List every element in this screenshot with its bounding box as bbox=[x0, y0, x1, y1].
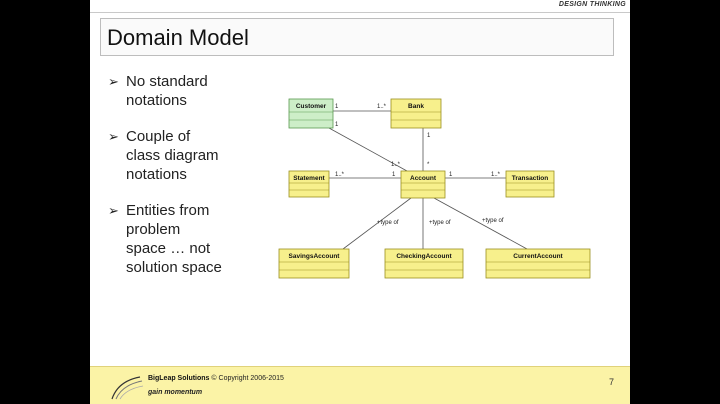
title-box: Domain Model bbox=[100, 18, 614, 56]
bullet-line: Entities from bbox=[126, 202, 210, 219]
role-label: +type of bbox=[429, 220, 451, 226]
bullet-item: ➢ Entities from problem space … not solu… bbox=[108, 201, 273, 277]
multiplicity-label: 1 bbox=[335, 104, 339, 110]
footer: BigLeap Solutions © Copyright 2006-2015 … bbox=[90, 366, 630, 404]
class-name: Statement bbox=[293, 175, 325, 182]
multiplicity-label: 1..* bbox=[491, 172, 501, 178]
class-statement: Statement bbox=[288, 170, 330, 198]
section-label: DESIGN THINKING bbox=[558, 1, 626, 8]
bullet-line: class diagram bbox=[126, 147, 219, 164]
class-account: Account bbox=[400, 170, 446, 199]
bullet-arrow-icon: ➢ bbox=[108, 203, 119, 218]
role-label: +type of bbox=[482, 218, 504, 224]
copyright-text: BigLeap Solutions © Copyright 2006-2015 bbox=[148, 375, 284, 382]
bullet-arrow-icon: ➢ bbox=[108, 129, 119, 144]
bullet-line: Couple of bbox=[126, 128, 191, 145]
multiplicity-label: 1 bbox=[427, 133, 431, 139]
class-name: Bank bbox=[408, 103, 424, 110]
assoc-account-savings bbox=[342, 197, 412, 250]
bullet-line: space … not bbox=[126, 240, 211, 257]
multiplicity-label: 1..* bbox=[391, 162, 401, 168]
page-number: 7 bbox=[608, 377, 614, 387]
bullet-line: notations bbox=[126, 92, 187, 109]
bullet-item: ➢ Couple of class diagram notations bbox=[108, 127, 273, 184]
class-name: CheckingAccount bbox=[396, 253, 452, 260]
assoc-customer-account bbox=[328, 127, 408, 172]
assoc-account-current bbox=[433, 197, 528, 250]
multiplicity-label: 1..* bbox=[377, 104, 387, 110]
bullet-line: No standard bbox=[126, 73, 208, 90]
class-customer: Customer bbox=[288, 98, 334, 129]
multiplicity-label: * bbox=[427, 162, 430, 168]
class-name: SavingsAccount bbox=[289, 253, 341, 260]
bullet-list: ➢ No standard notations ➢ Couple of clas… bbox=[108, 72, 273, 294]
slide: DESIGN THINKING Domain Model ➢ No standa… bbox=[90, 0, 630, 404]
bullet-item: ➢ No standard notations bbox=[108, 72, 273, 110]
slide-title: Domain Model bbox=[107, 25, 249, 50]
copyright-notice: © Copyright 2006-2015 bbox=[211, 375, 284, 382]
bigleap-logo-icon bbox=[111, 376, 144, 400]
class-name: Customer bbox=[296, 103, 327, 110]
class-savings-account: SavingsAccount bbox=[278, 248, 350, 279]
multiplicity-label: 1..* bbox=[335, 172, 345, 178]
class-name: CurrentAccount bbox=[513, 253, 563, 260]
class-name: Account bbox=[410, 175, 437, 182]
bullet-line: notations bbox=[126, 166, 187, 183]
role-label: +type of bbox=[377, 220, 399, 226]
bullet-line: problem bbox=[126, 221, 181, 238]
multiplicity-label: 1 bbox=[449, 172, 453, 178]
class-bank: Bank bbox=[390, 98, 442, 129]
multiplicity-label: 1 bbox=[335, 122, 339, 128]
class-transaction: Transaction bbox=[505, 170, 555, 198]
class-diagram: Customer Bank Statement Account Transact… bbox=[278, 98, 591, 279]
class-name: Transaction bbox=[512, 175, 549, 182]
class-current-account: CurrentAccount bbox=[485, 248, 591, 279]
bullet-arrow-icon: ➢ bbox=[108, 74, 119, 89]
top-bar: DESIGN THINKING bbox=[90, 0, 630, 13]
company-name: BigLeap Solutions bbox=[148, 375, 210, 382]
class-checking-account: CheckingAccount bbox=[384, 248, 464, 279]
tagline: gain momentum bbox=[148, 389, 203, 396]
bullet-line: solution space bbox=[126, 259, 222, 276]
multiplicity-label: 1 bbox=[392, 172, 396, 178]
